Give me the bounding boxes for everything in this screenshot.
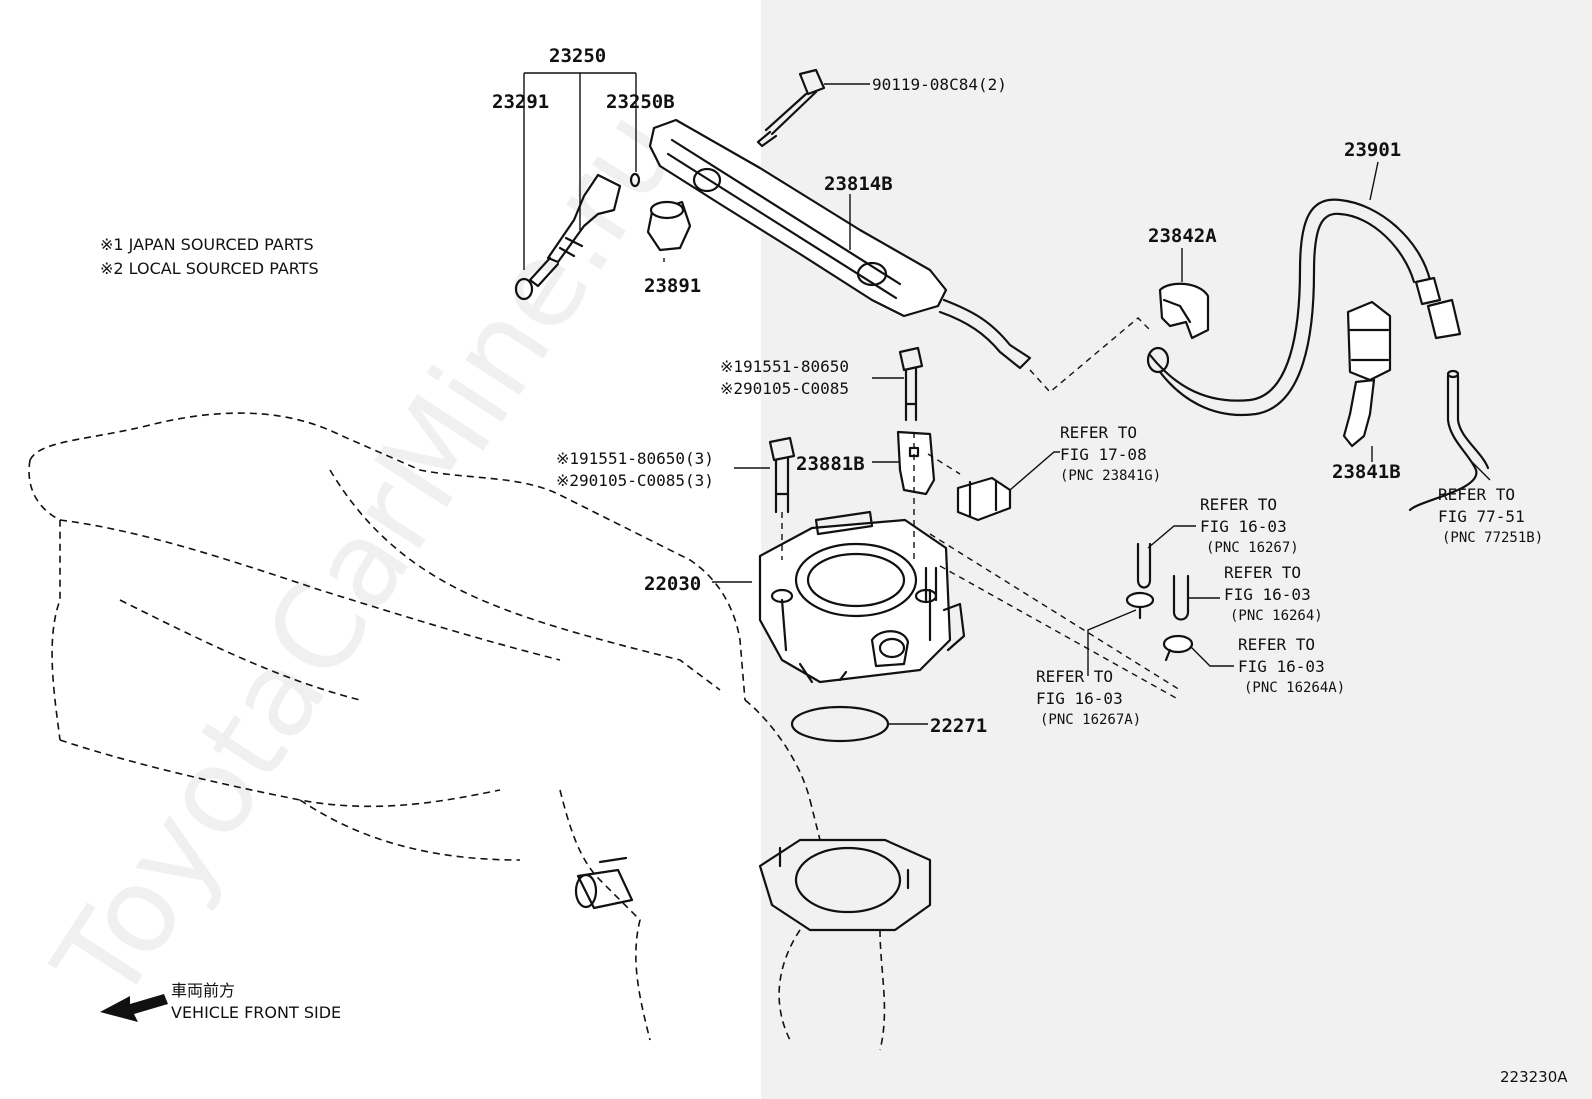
throttle-body [758, 510, 966, 684]
direction-en: VEHICLE FRONT SIDE [171, 1003, 341, 1022]
vapor-tube-leader [1469, 459, 1491, 481]
pipe-dash-connector [1029, 317, 1151, 393]
ref-refer: REFER TO [1438, 485, 1515, 504]
hose-16264 [1172, 574, 1190, 621]
ref-pnc: (PNC 16264A) [1244, 680, 1345, 696]
ref-fig-16-03-16264A: REFER TO FIG 16-03 (PNC 16264A) [1238, 635, 1345, 696]
fuel-hose-leader [1369, 161, 1379, 201]
injector-insulator [646, 200, 692, 252]
throttle-dash-hoses [929, 533, 1181, 699]
ref-fig-16-03-16267: REFER TO FIG 16-03 (PNC 16267) [1200, 495, 1299, 556]
ref-fig: FIG 77-51 [1438, 507, 1525, 526]
ref-pnc: (PNC 23841G) [1060, 468, 1161, 484]
fuel-hose [1146, 198, 1462, 417]
direction-jp: 車両前方 [171, 981, 235, 1000]
injector-assembly [514, 172, 641, 301]
label-22030: 22030 [644, 573, 701, 595]
ref-fig: FIG 16-03 [1200, 517, 1287, 536]
watermark: ToyotaCarMine.ru [27, 86, 705, 1027]
engine-outline [28, 412, 932, 1051]
label-23881B: 23881B [796, 453, 865, 475]
ref-fig-17-08: REFER TO FIG 17-08 (PNC 23841G) [1060, 423, 1161, 484]
label-bolt-left-1: ※191551-80650(3) [556, 449, 714, 468]
label-23841B: 23841B [1332, 461, 1401, 483]
rail-bolt [756, 68, 826, 148]
ref-pnc: (PNC 77251B) [1442, 530, 1543, 546]
ref-fig: FIG 16-03 [1224, 585, 1311, 604]
label-23250B: 23250B [606, 91, 675, 113]
ref-fig-77-51: REFER TO FIG 77-51 (PNC 77251B) [1438, 485, 1543, 546]
injector-leaders [523, 72, 665, 270]
quick-connector [1342, 300, 1392, 448]
ref-pnc: (PNC 16267A) [1040, 712, 1141, 728]
sensor-connector-leader [1009, 451, 1060, 491]
ref-refer: REFER TO [1060, 423, 1137, 442]
note-local: ※2 LOCAL SOURCED PARTS [100, 259, 319, 278]
label-bolt-left-2: ※290105-C0085(3) [556, 471, 714, 490]
figure-code: 223230A [1500, 1068, 1568, 1086]
ref-refer: REFER TO [1238, 635, 1315, 654]
label-23814B: 23814B [824, 173, 893, 195]
ref-refer: REFER TO [1200, 495, 1277, 514]
sensor-connector [956, 476, 1012, 522]
label-bolt-mid-1: ※191551-80650 [720, 357, 849, 376]
label-23891: 23891 [644, 275, 701, 297]
ref-fig: FIG 17-08 [1060, 445, 1147, 464]
ref-fig: FIG 16-03 [1238, 657, 1325, 676]
label-23901: 23901 [1344, 139, 1401, 161]
clamp-16264A-leader [1189, 645, 1234, 667]
label-23250: 23250 [549, 45, 606, 67]
label-22271: 22271 [930, 715, 987, 737]
clamp-16267A-leader [1087, 609, 1137, 676]
front-arrow-icon [100, 994, 168, 1022]
ref-refer: REFER TO [1036, 667, 1113, 686]
label-bolt-mid-2: ※290105-C0085 [720, 379, 849, 398]
throttle-dash-v [781, 432, 915, 560]
ref-pnc: (PNC 16267) [1206, 540, 1299, 556]
ref-fig: FIG 16-03 [1036, 689, 1123, 708]
ref-fig-16-03-16264: REFER TO FIG 16-03 (PNC 16264) [1224, 563, 1323, 624]
hose-16267-leader [1147, 525, 1196, 549]
sensor-bracket [896, 430, 936, 496]
hose-16267 [1136, 542, 1152, 589]
throttle-bolts [768, 436, 796, 514]
hose-clip [1158, 282, 1210, 340]
ref-refer: REFER TO [1224, 563, 1301, 582]
label-23842A: 23842A [1148, 225, 1217, 247]
label-bolt-top: 90119-08C84(2) [872, 75, 1007, 94]
label-23291: 23291 [492, 91, 549, 113]
clamp-16267A [1125, 591, 1155, 620]
bracket-bolt [898, 346, 924, 422]
delivery-pipe [648, 118, 1032, 370]
clamp-16264A [1162, 634, 1194, 662]
ref-fig-16-03-16267A: REFER TO FIG 16-03 (PNC 16267A) [1036, 667, 1141, 728]
note-japan: ※1 JAPAN SOURCED PARTS [100, 235, 314, 254]
vapor-tube [1408, 369, 1490, 512]
ref-pnc: (PNC 16264) [1230, 608, 1323, 624]
